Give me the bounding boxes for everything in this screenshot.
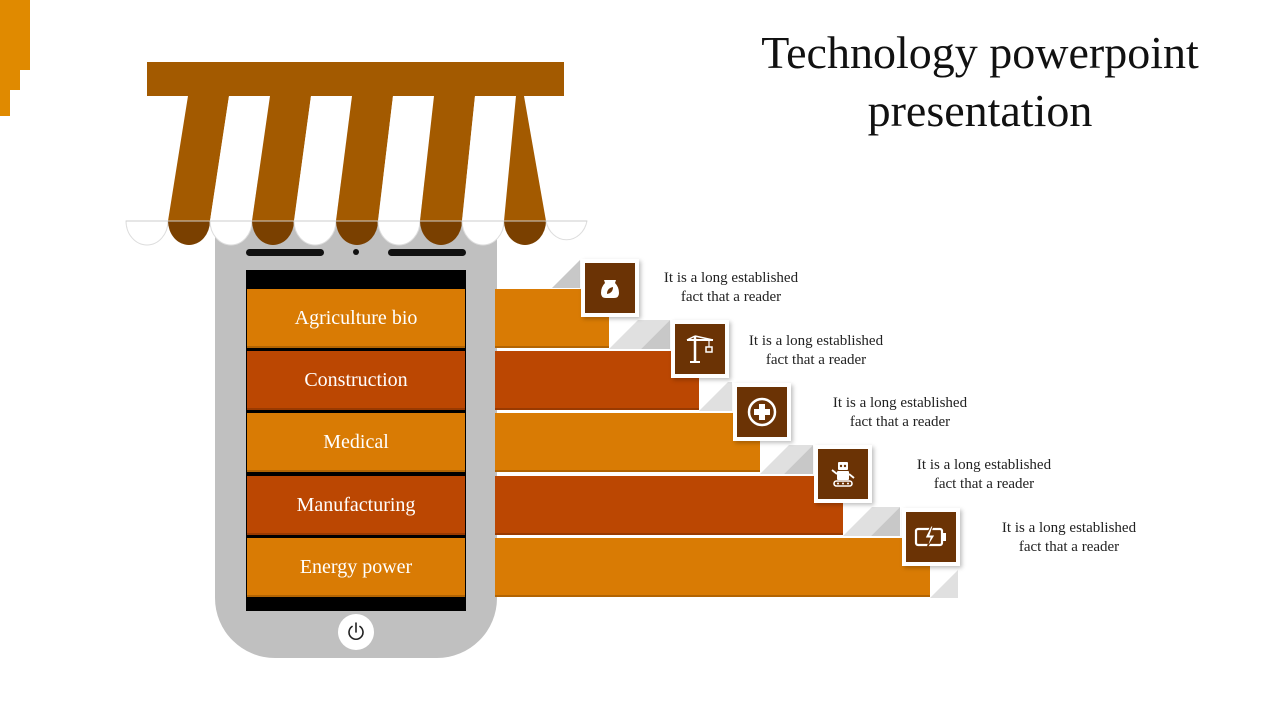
crane-icon [686,335,714,363]
row-description-medical: It is a long established fact that a rea… [832,395,968,430]
icon-box-medical [733,383,791,441]
medical-cross-icon [747,397,777,427]
row-description-energy: It is a long established fact that a rea… [1001,520,1137,555]
row-description-construction: It is a long established fact that a rea… [748,333,884,368]
robot-icon [831,462,855,487]
home-button[interactable] [338,614,374,650]
page-title: Technology powerpoint presentation [761,27,1199,136]
row-description-manufacturing: It is a long established fact that a rea… [916,457,1052,492]
phone-speaker-left [246,249,324,256]
row-description-agriculture: It is a long established fact that a rea… [663,270,799,305]
row-label-manufacturing: Manufacturing [247,476,465,535]
bar-construction [495,351,699,410]
corner-decoration-step [0,70,20,90]
icon-box-manufacturing [814,445,872,503]
power-icon [348,622,364,640]
icon-box-construction [671,320,729,378]
corner-decoration [0,0,30,70]
row-label-medical: Medical [247,413,465,472]
corner-decoration-step [0,90,10,116]
shop-awning [125,62,588,246]
seed-bag-icon [601,280,619,298]
bar-manufacturing [495,476,843,535]
icon-box-agriculture [581,259,639,317]
phone-speaker-right [388,249,466,256]
phone-camera [353,249,359,255]
row-label-construction: Construction [247,351,465,410]
bar-medical [495,413,760,472]
icon-box-energy [902,508,960,566]
bar-energy [495,538,930,597]
row-label-energy: Energy power [247,538,465,597]
battery-charging-icon [914,525,946,549]
row-label-agriculture: Agriculture bio [247,289,465,348]
